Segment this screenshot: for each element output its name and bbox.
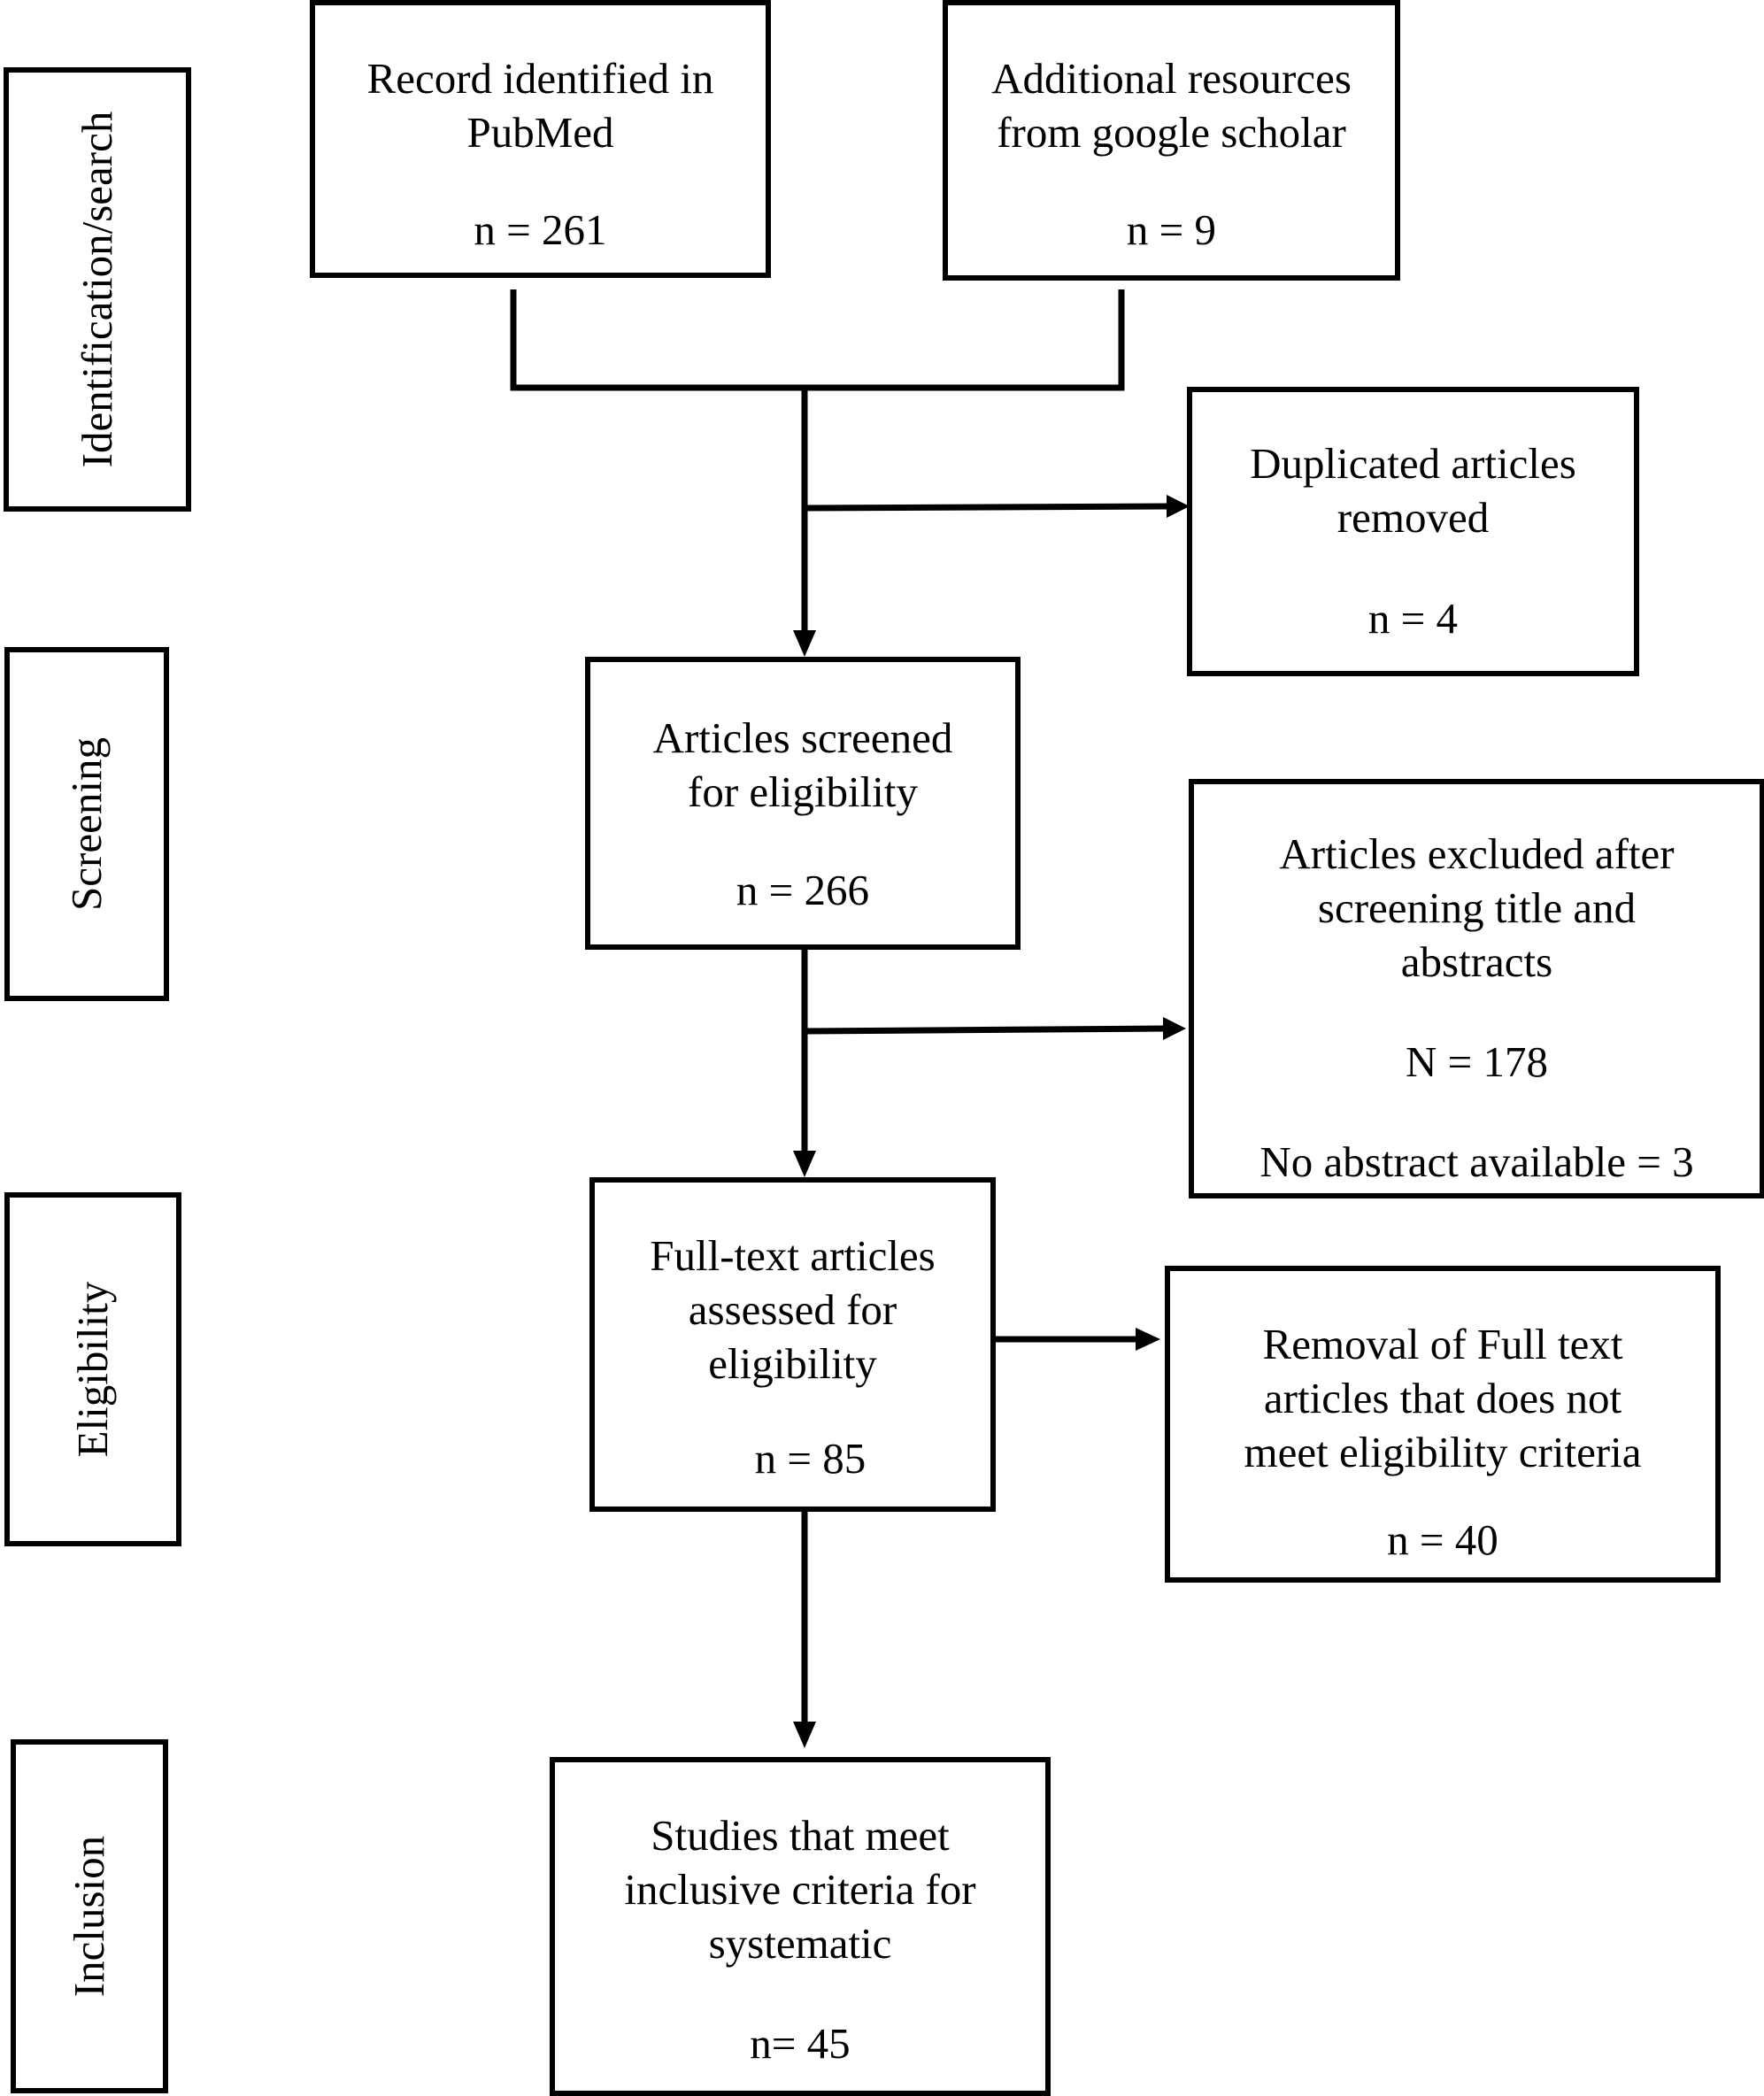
box-fulltext-line-2: assessed for: [688, 1285, 897, 1334]
box-articles-screened: Articles screened for eligibility n = 26…: [585, 657, 1021, 950]
stage-eligibility-label: Eligibility: [68, 1281, 117, 1458]
arrowhead-down-fulltext: [793, 1151, 816, 1177]
stage-eligibility: Eligibility: [4, 1192, 181, 1546]
arrowhead-down-included: [793, 1722, 816, 1748]
box-removed-count: n = 40: [1387, 1515, 1498, 1564]
box-pubmed-records: Record identified in PubMed n = 261: [310, 0, 771, 278]
box-removed-line-2: articles that does not: [1263, 1374, 1622, 1422]
box-excluded-count: N = 178: [1405, 1037, 1549, 1086]
box-included-line-1: Studies that meet: [651, 1811, 950, 1860]
box-removed-line-1: Removal of Full text: [1262, 1320, 1623, 1368]
box-fulltext-assessed: Full-text articles assessed for eligibil…: [589, 1177, 996, 1512]
arrowhead-down-screened: [793, 630, 816, 657]
stage-identification-label: Identification/search: [73, 111, 121, 468]
box-duplicates-line-1: Duplicated articles: [1250, 439, 1576, 488]
box-fulltext-count: n = 85: [754, 1434, 867, 1483]
box-removed-line-3: meet eligibility criteria: [1244, 1428, 1642, 1476]
box-excluded-line-3: abstracts: [1400, 937, 1553, 986]
box-screened-count: n = 266: [736, 866, 870, 914]
box-included-line-3: systematic: [708, 1919, 892, 1968]
arrowhead-right-removal: [1136, 1328, 1160, 1351]
box-pubmed-count: n = 261: [474, 205, 607, 254]
box-fulltext-line-3: eligibility: [708, 1339, 877, 1388]
connector-to-duplicates: [804, 503, 1169, 512]
box-excluded-no-abstract: No abstract available = 3: [1259, 1137, 1694, 1186]
merge-bracket: [510, 289, 1125, 391]
arrowhead-right-duplicates: [1167, 495, 1190, 518]
connector-to-excluded: [804, 1025, 1167, 1035]
stage-inclusion-label: Inclusion: [65, 1835, 113, 1998]
box-pubmed-line-2: PubMed: [466, 108, 614, 157]
stage-screening-label: Screening: [62, 737, 111, 911]
box-articles-excluded: Articles excluded after screening title …: [1189, 779, 1764, 1198]
stage-inclusion: Inclusion: [11, 1739, 168, 2093]
box-fulltext-removed: Removal of Full text articles that does …: [1165, 1266, 1721, 1583]
arrowhead-right-excluded: [1163, 1017, 1186, 1040]
box-google-scholar: Additional resources from google scholar…: [943, 0, 1400, 281]
stage-screening: Screening: [4, 647, 169, 1001]
box-included-line-2: inclusive criteria for: [624, 1865, 976, 1914]
stage-identification: Identification/search: [4, 67, 191, 512]
box-studies-included: Studies that meet inclusive criteria for…: [550, 1757, 1051, 2096]
box-screened-line-2: for eligibility: [688, 767, 918, 816]
box-excluded-line-2: screening title and: [1317, 883, 1637, 932]
box-pubmed-line-1: Record identified in: [366, 54, 714, 103]
box-excluded-line-1: Articles excluded after: [1279, 829, 1675, 878]
box-duplicates-count: n = 4: [1367, 594, 1459, 643]
box-fulltext-line-1: Full-text articles: [650, 1231, 936, 1280]
box-screened-line-1: Articles screened: [652, 713, 953, 762]
box-google-scholar-line-1: Additional resources: [991, 54, 1352, 103]
box-google-scholar-line-2: from google scholar: [997, 108, 1346, 157]
box-google-scholar-count: n = 9: [1126, 205, 1217, 254]
box-included-count: n= 45: [750, 2019, 851, 2068]
box-duplicates-removed: Duplicated articles removed n = 4: [1187, 387, 1639, 676]
box-duplicates-line-2: removed: [1336, 493, 1490, 542]
